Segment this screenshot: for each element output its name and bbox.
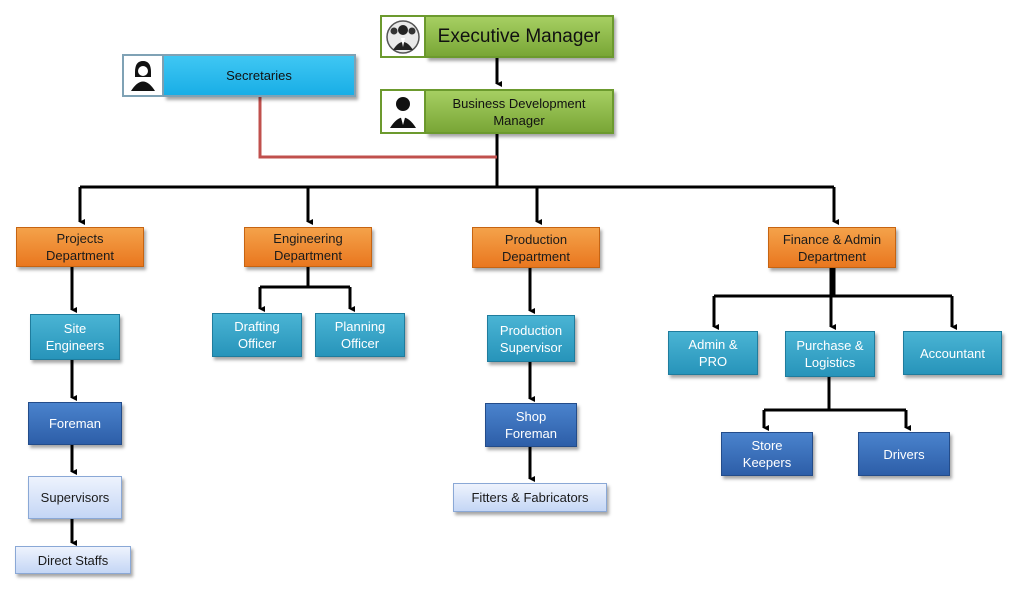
business-dev-manager-label: Business Development Manager xyxy=(452,95,586,128)
purchase-logistics-node: Purchase & Logistics xyxy=(785,331,875,377)
businesswoman-icon xyxy=(131,60,155,91)
secretaries-icon-box xyxy=(122,54,164,97)
accountant-node: Accountant xyxy=(903,331,1002,375)
supervisors-node: Supervisors xyxy=(28,476,122,519)
business-dev-icon-box xyxy=(380,89,426,134)
purchase-logistics-label: Purchase & Logistics xyxy=(796,338,864,370)
accountant-label: Accountant xyxy=(919,345,986,361)
projects-department-label: Projects Department xyxy=(46,231,114,263)
executive-manager-label: Executive Manager xyxy=(437,26,601,47)
engineering-department-node: Engineering Department xyxy=(244,227,372,267)
planning-officer-label: Planning Officer xyxy=(334,319,386,351)
executive-manager-node: Executive Manager xyxy=(426,15,614,58)
drafting-officer-node: Drafting Officer xyxy=(212,313,302,357)
production-department-node: Production Department xyxy=(472,227,600,268)
finance-admin-department-node: Finance & Admin Department xyxy=(768,227,896,268)
projects-department-node: Projects Department xyxy=(16,227,144,267)
admin-pro-label: Admin & PRO xyxy=(688,337,738,369)
site-engineers-node: Site Engineers xyxy=(30,314,120,360)
store-keepers-node: Store Keepers xyxy=(721,432,813,476)
engineering-department-label: Engineering Department xyxy=(273,231,343,263)
secretaries-node: Secretaries xyxy=(164,54,356,97)
planning-officer-node: Planning Officer xyxy=(315,313,405,357)
drivers-node: Drivers xyxy=(858,432,950,476)
drivers-label: Drivers xyxy=(883,446,925,462)
fitters-fabricators-node: Fitters & Fabricators xyxy=(453,483,607,512)
direct-staffs-node: Direct Staffs xyxy=(15,546,131,574)
foreman-node: Foreman xyxy=(28,402,122,445)
business-dev-manager-node: Business Development Manager xyxy=(426,89,614,134)
finance-admin-department-label: Finance & Admin Department xyxy=(782,231,882,264)
production-supervisor-node: Production Supervisor xyxy=(487,315,575,362)
drafting-officer-label: Drafting Officer xyxy=(234,319,280,351)
executive-icon-box xyxy=(380,15,426,58)
production-supervisor-label: Production Supervisor xyxy=(499,322,563,355)
store-keepers-label: Store Keepers xyxy=(742,438,792,470)
secretaries-label: Secretaries xyxy=(226,68,292,83)
production-department-label: Production Department xyxy=(502,231,570,264)
businessman-icon xyxy=(390,96,416,128)
shop-foreman-node: Shop Foreman xyxy=(485,403,577,447)
direct-staffs-label: Direct Staffs xyxy=(37,552,109,568)
fitters-fabricators-label: Fitters & Fabricators xyxy=(471,490,589,505)
shop-foreman-label: Shop Foreman xyxy=(504,409,558,441)
foreman-label: Foreman xyxy=(48,416,102,431)
businessman-group-icon xyxy=(386,19,420,54)
site-engineers-label: Site Engineers xyxy=(45,321,105,353)
supervisors-label: Supervisors xyxy=(40,490,110,505)
admin-pro-node: Admin & PRO xyxy=(668,331,758,375)
